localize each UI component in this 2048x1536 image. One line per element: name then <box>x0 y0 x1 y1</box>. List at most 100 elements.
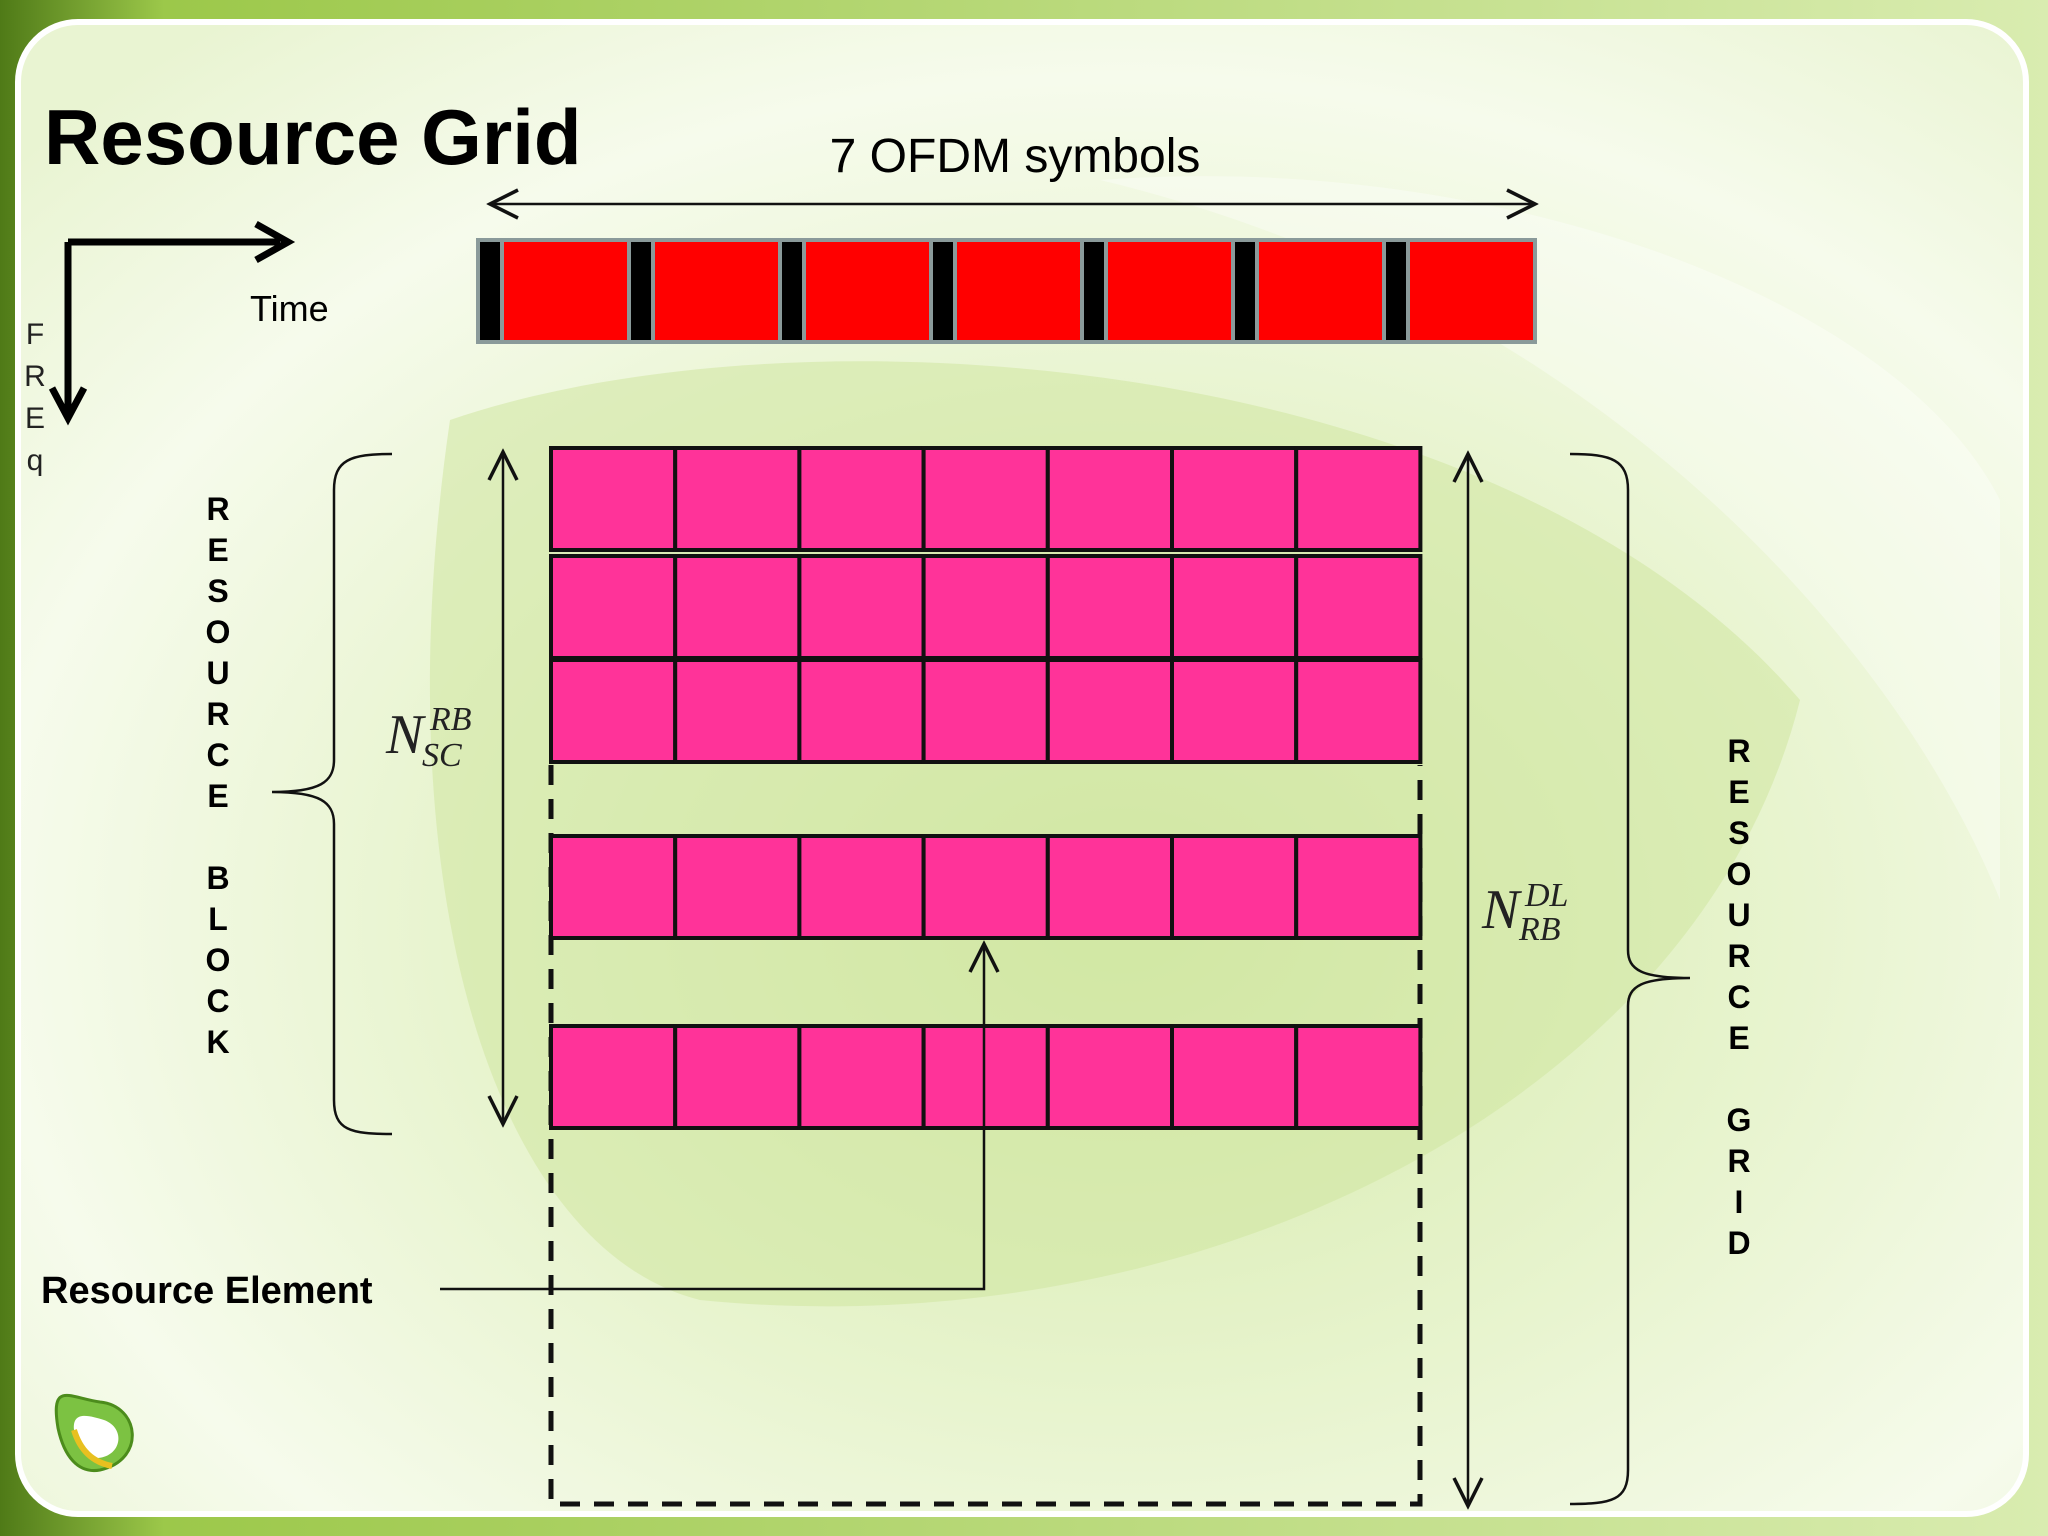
vertical-letter: C <box>1727 979 1750 1015</box>
vertical-letter: I <box>1735 1184 1744 1220</box>
resource-element <box>549 1024 678 1130</box>
resource-element <box>673 834 802 940</box>
vertical-letter: E <box>25 402 45 435</box>
resource-element <box>673 554 802 660</box>
vertical-letter: C <box>206 737 229 773</box>
background-swoosh-light <box>1100 176 2000 901</box>
resource-block-brace <box>271 452 393 1136</box>
resource-element <box>1294 834 1423 940</box>
resource-element <box>921 1024 1050 1130</box>
vertical-letter: R <box>24 360 46 393</box>
ofdm-symbol-strip <box>476 238 1537 344</box>
resource-element-label: Resource Element <box>41 1270 373 1312</box>
resource-element <box>797 1024 926 1130</box>
cyclic-prefix <box>1382 238 1410 344</box>
resource-grid-brace <box>1569 452 1691 1506</box>
vertical-letter: K <box>206 1024 229 1060</box>
vertical-letter: E <box>207 532 228 568</box>
cyclic-prefix <box>778 238 806 344</box>
vertical-letter: E <box>207 778 228 814</box>
vertical-letter: O <box>1727 856 1752 892</box>
svg-text:RB: RB <box>429 701 472 738</box>
vertical-letter: U <box>1727 897 1750 933</box>
grid-dashed-outline <box>548 765 1423 1507</box>
ofdm-symbol <box>953 238 1084 344</box>
resource-element <box>797 834 926 940</box>
resource-element <box>1294 658 1423 764</box>
vertical-letter: q <box>27 444 44 477</box>
resource-element <box>549 554 678 660</box>
vertical-letter: E <box>1728 1020 1749 1056</box>
ofdm-symbol <box>1255 238 1386 344</box>
resource-element <box>1294 446 1423 552</box>
cyclic-prefix <box>1080 238 1108 344</box>
resource-element <box>1045 658 1175 764</box>
vertical-letter: R <box>206 696 229 732</box>
resource-element <box>1170 834 1299 940</box>
cyclic-prefix <box>627 238 655 344</box>
resource-element <box>921 834 1050 940</box>
resource-element <box>1045 834 1175 940</box>
resource-element <box>1294 554 1423 660</box>
vertical-letter: E <box>1728 774 1749 810</box>
svg-text:RB: RB <box>1518 911 1561 948</box>
resource-element <box>921 446 1050 552</box>
ofdm-symbol <box>500 238 631 344</box>
ofdm-symbol <box>1406 238 1537 344</box>
nrb-math-label: N DL RB <box>1481 877 1568 948</box>
freq-arrow-icon <box>48 242 88 426</box>
resource-element <box>1045 446 1175 552</box>
vertical-letter: U <box>206 655 229 691</box>
vertical-letter: G <box>1727 1102 1752 1138</box>
vertical-letter: L <box>208 901 228 937</box>
resource-element <box>921 554 1050 660</box>
resource-element <box>1045 1024 1175 1130</box>
vertical-letter: R <box>206 491 229 527</box>
cyclic-prefix <box>1231 238 1259 344</box>
resource-element <box>797 446 926 552</box>
nsc-math-label: N RB SC <box>385 701 472 774</box>
page-title: Resource Grid <box>44 93 582 181</box>
resource-element <box>1170 658 1299 764</box>
resource-element <box>1170 1024 1299 1130</box>
ofdm-symbol <box>802 238 933 344</box>
resource-element <box>797 658 926 764</box>
resource-element <box>1294 1024 1423 1130</box>
vertical-letter: O <box>206 942 231 978</box>
resource-element <box>673 446 802 552</box>
resource-element <box>1170 446 1299 552</box>
resource-element <box>549 446 678 552</box>
resource-element-pointer <box>440 944 984 1291</box>
svg-text:SC: SC <box>422 737 462 774</box>
vertical-letter: S <box>1728 815 1749 851</box>
vertical-letter: B <box>206 860 229 896</box>
vertical-letter: D <box>1727 1225 1750 1261</box>
cyclic-prefix <box>476 238 504 344</box>
time-label: Time <box>250 288 329 329</box>
ofdm-symbol <box>1104 238 1235 344</box>
ofdm-symbol <box>651 238 782 344</box>
resource-element <box>549 834 678 940</box>
resource-element <box>797 554 926 660</box>
logo-icon <box>54 1393 134 1473</box>
time-arrow-icon <box>68 220 296 264</box>
resource-element <box>1170 554 1299 660</box>
vertical-letter: R <box>1727 733 1750 769</box>
vertical-letter: S <box>207 573 228 609</box>
resource-element <box>673 658 802 764</box>
svg-text:N: N <box>1481 879 1522 941</box>
vertical-letter: R <box>1727 938 1750 974</box>
resource-element-grid <box>549 446 1423 1130</box>
resource-element <box>921 658 1050 764</box>
svg-text:DL: DL <box>1524 877 1568 914</box>
vertical-letter: O <box>206 614 231 650</box>
cyclic-prefix <box>929 238 957 344</box>
resource-element <box>1045 554 1175 660</box>
ofdm-symbols-label: 7 OFDM symbols <box>830 130 1201 183</box>
svg-text:N: N <box>385 704 426 766</box>
